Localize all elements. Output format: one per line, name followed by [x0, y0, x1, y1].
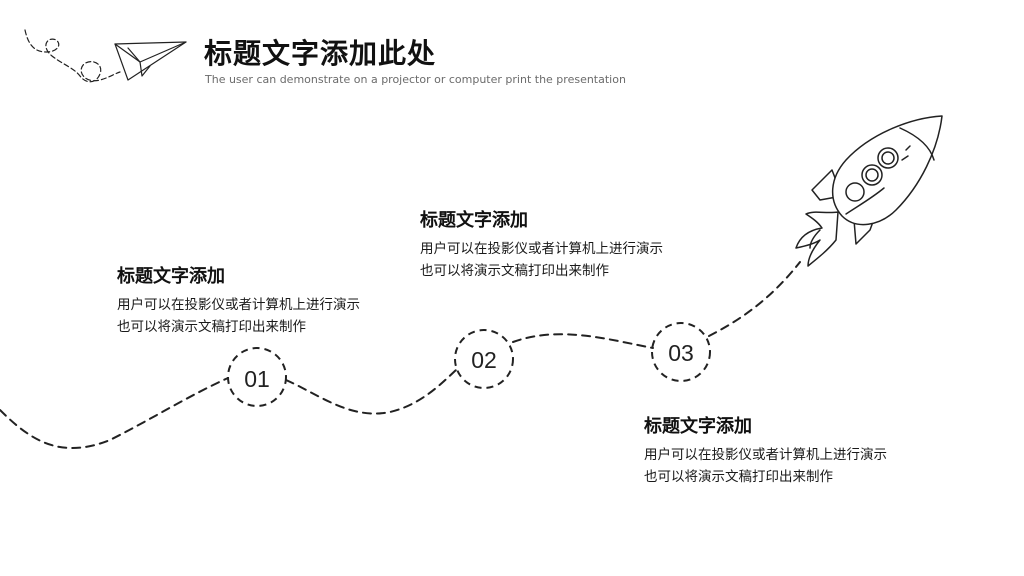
- step-description-line: 也可以将演示文稿打印出来制作: [117, 319, 306, 335]
- step-description-line: 也可以将演示文稿打印出来制作: [644, 469, 833, 485]
- step-description-line: 用户可以在投影仪或者计算机上进行演示: [644, 447, 887, 463]
- rocket-icon: [795, 115, 943, 267]
- step-text-block-3: 标题文字添加 用户可以在投影仪或者计算机上进行演示 也可以将演示文稿打印出来制作: [644, 412, 944, 488]
- milestone-number-2: 02: [471, 347, 497, 373]
- page-subtitle: The user can demonstrate on a projector …: [205, 73, 626, 86]
- page-title: 标题文字添加此处: [204, 37, 437, 70]
- step-title: 标题文字添加: [420, 210, 528, 231]
- step-title: 标题文字添加: [644, 416, 752, 437]
- step-description-line: 也可以将演示文稿打印出来制作: [420, 263, 609, 279]
- paper-plane-icon: [24, 29, 187, 83]
- step-description-line: 用户可以在投影仪或者计算机上进行演示: [420, 241, 663, 257]
- step-title: 标题文字添加: [117, 266, 225, 287]
- milestone-number-3: 03: [668, 340, 694, 366]
- step-text-block-2: 标题文字添加 用户可以在投影仪或者计算机上进行演示 也可以将演示文稿打印出来制作: [420, 206, 720, 282]
- step-text-block-1: 标题文字添加 用户可以在投影仪或者计算机上进行演示 也可以将演示文稿打印出来制作: [117, 262, 417, 338]
- milestone-number-1: 01: [244, 366, 270, 392]
- step-description-line: 用户可以在投影仪或者计算机上进行演示: [117, 297, 360, 313]
